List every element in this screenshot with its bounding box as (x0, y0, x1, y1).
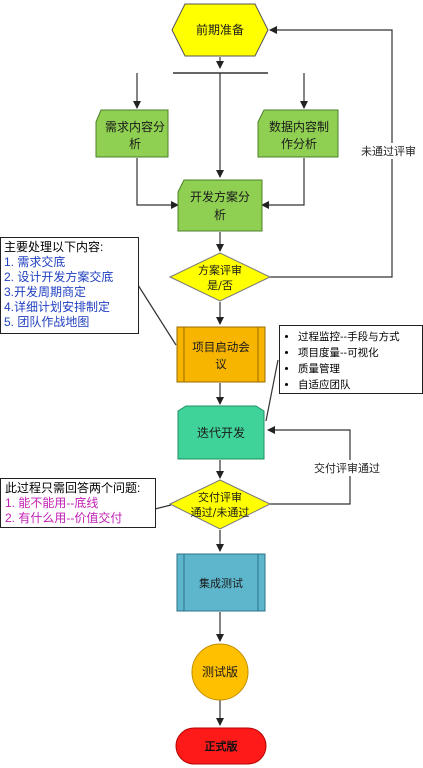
edge-label-delivered-passed: 交付评审通过 (314, 460, 380, 476)
node-integration (176, 553, 266, 612)
node-deliver-label-2: 通过/未通过 (191, 506, 250, 519)
node-data-label-2: 作分析 (281, 137, 317, 151)
node-iter-label: 迭代开发 (197, 425, 245, 440)
node-review-label-1: 方案评审 (198, 263, 242, 277)
node-release-label: 正式版 (205, 739, 238, 753)
node-data-label-1: 数据内容制 (269, 119, 329, 134)
note-main-item-5: 5. 团队作战地图 (4, 315, 90, 329)
note-process-item-1: 过程监控--手段与方式 (298, 329, 416, 345)
node-integration-label: 集成测试 (199, 576, 243, 590)
node-data (257, 109, 339, 158)
node-review-label-2: 是/否 (207, 279, 233, 292)
node-req-label-2: 析 (129, 137, 141, 151)
edge-label-not-passed: 未通过评审 (361, 143, 416, 159)
note-main: 主要处理以下内容: 1. 需求交底 2. 设计开发方案交底 3.开发周期商定 4… (0, 237, 139, 334)
note-questions-item-1: 1. 能不能用--底线 (5, 496, 99, 510)
node-kickoff (176, 326, 266, 383)
node-dev-label-1: 开发方案分 (190, 189, 250, 204)
node-deliver (168, 479, 272, 530)
node-prep-label: 前期准备 (196, 22, 244, 37)
note-process: 过程监控--手段与方式 项目度量--可视化 质量管理 自适应团队 (279, 325, 423, 394)
node-req (95, 109, 169, 158)
node-dev-label-2: 析 (214, 208, 226, 222)
note-main-item-3: 3.开发周期商定 (4, 285, 87, 299)
node-iter (177, 405, 265, 460)
edge-req-dev (136, 158, 179, 209)
note-process-item-4: 自适应团队 (298, 377, 416, 393)
note-main-item-2: 2. 设计开发方案交底 (4, 270, 114, 284)
node-req-label-1: 需求内容分 (105, 119, 165, 134)
node-dev (177, 179, 263, 232)
node-release (175, 727, 267, 765)
leader-questions-note (154, 504, 172, 510)
note-questions: 此过程只需回答两个问题: 1. 能不能用--底线 2. 有什么用--价值交付 (0, 478, 156, 528)
note-main-title: 主要处理以下内容: (4, 240, 104, 254)
node-review (168, 252, 272, 302)
note-questions-title: 此过程只需回答两个问题: (5, 481, 141, 495)
leader-process-note (265, 359, 279, 422)
leader-main-note (137, 284, 177, 346)
note-process-item-2: 项目度量--可视化 (298, 345, 416, 361)
node-test-version (191, 643, 249, 701)
note-main-item-1: 1. 需求交底 (4, 255, 66, 269)
node-test-version-label: 测试版 (202, 664, 238, 679)
note-questions-item-2: 2. 有什么用--价值交付 (5, 511, 123, 525)
node-prep (171, 3, 269, 57)
node-deliver-label-1: 交付评审 (198, 490, 242, 504)
node-kickoff-label-2: 议 (215, 357, 227, 371)
note-main-item-4: 4.详细计划安排制定 (4, 300, 111, 314)
note-process-item-3: 质量管理 (298, 361, 416, 377)
edge-data-dev (261, 158, 305, 209)
node-kickoff-label-1: 项目启动会 (192, 340, 250, 354)
note-process-list: 过程监控--手段与方式 项目度量--可视化 质量管理 自适应团队 (280, 326, 422, 396)
